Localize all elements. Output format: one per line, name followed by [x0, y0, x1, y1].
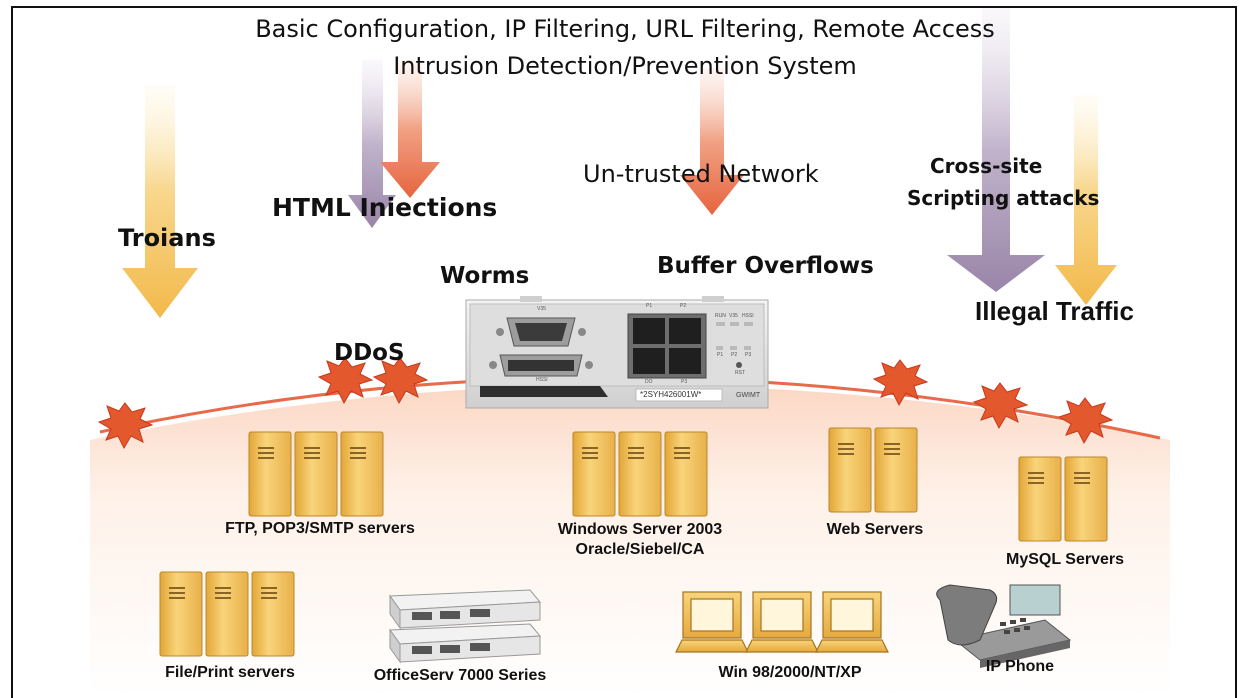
- ddos-label: DDoS: [334, 340, 405, 366]
- led-label-v35: V35: [729, 313, 738, 319]
- web-servers-label: Web Servers: [826, 521, 924, 538]
- windows-server-label-2: Oracle/Siebel/CA: [575, 541, 705, 558]
- port-label-p1: P1: [646, 303, 653, 309]
- untrusted-network-label: Un-trusted Network: [583, 160, 819, 188]
- win-clients-label: Win 98/2000/NT/XP: [718, 664, 862, 681]
- windows-server-label-1: Windows Server 2003: [557, 521, 723, 538]
- purple-arrow-left: [348, 60, 396, 228]
- burst: [97, 402, 154, 450]
- trojans-arrow: [122, 85, 198, 318]
- ip-phone-label: IP Phone: [985, 658, 1055, 675]
- xss-label-line-1: Cross-site: [930, 154, 1043, 178]
- officeserv-units: [389, 589, 542, 664]
- untrusted-arrow: [680, 68, 744, 215]
- burst: [972, 382, 1029, 430]
- illegal-traffic-label: Illegal Traffic: [975, 296, 1134, 326]
- ip-phone: [936, 584, 1072, 668]
- port-label-p2: P2: [680, 303, 687, 309]
- burst: [1057, 397, 1114, 445]
- buffer-overflows-label: Buffer Overflows: [657, 253, 874, 279]
- led-label-p3: P3: [745, 352, 752, 358]
- led-label-run: RUN: [715, 313, 726, 319]
- button-label-rst: RST: [735, 370, 745, 376]
- html-injection-arrow: [380, 60, 440, 198]
- workstations: [675, 591, 889, 653]
- security-appliance: [465, 296, 769, 409]
- led-label-hssi: HSSI: [742, 313, 754, 319]
- worms-label: Worms: [440, 263, 530, 289]
- officeserv-label: OfficeServ 7000 Series: [373, 667, 547, 684]
- trojans-label: Troians: [118, 224, 216, 252]
- xss-arrow: [947, 8, 1045, 292]
- device-serial: *2SYH426001W*: [640, 390, 702, 399]
- diagram-frame: [11, 6, 1237, 698]
- burst: [317, 357, 374, 405]
- device-model: GWIMT: [736, 392, 761, 399]
- threat-arrows: [122, 8, 1117, 318]
- tower-vents: [169, 443, 1090, 599]
- xss-label-line-2: Scripting attacks: [907, 186, 1100, 210]
- illegal-traffic-arrow: [1055, 95, 1117, 305]
- port-label-p3: P3: [681, 379, 688, 385]
- burst: [372, 357, 429, 405]
- burst: [872, 359, 929, 407]
- header-line-1: Basic Configuration, IP Filtering, URL F…: [255, 15, 995, 43]
- port-label-v35: V35: [537, 306, 546, 312]
- attack-bursts: [97, 357, 1114, 450]
- ftp-servers-label: FTP, POP3/SMTP servers: [225, 520, 415, 537]
- html-injections-label: HTML Iniections: [272, 193, 498, 222]
- led-label-p1: P1: [717, 352, 724, 358]
- file-print-servers-label: File/Print servers: [165, 664, 295, 681]
- port-label-hssi: HSSI: [536, 377, 548, 383]
- header-line-2: Intrusion Detection/Prevention System: [393, 52, 857, 80]
- mysql-servers-label: MySQL Servers: [1006, 551, 1124, 568]
- port-label-do: DO: [645, 379, 653, 385]
- led-label-p2: P2: [731, 352, 738, 358]
